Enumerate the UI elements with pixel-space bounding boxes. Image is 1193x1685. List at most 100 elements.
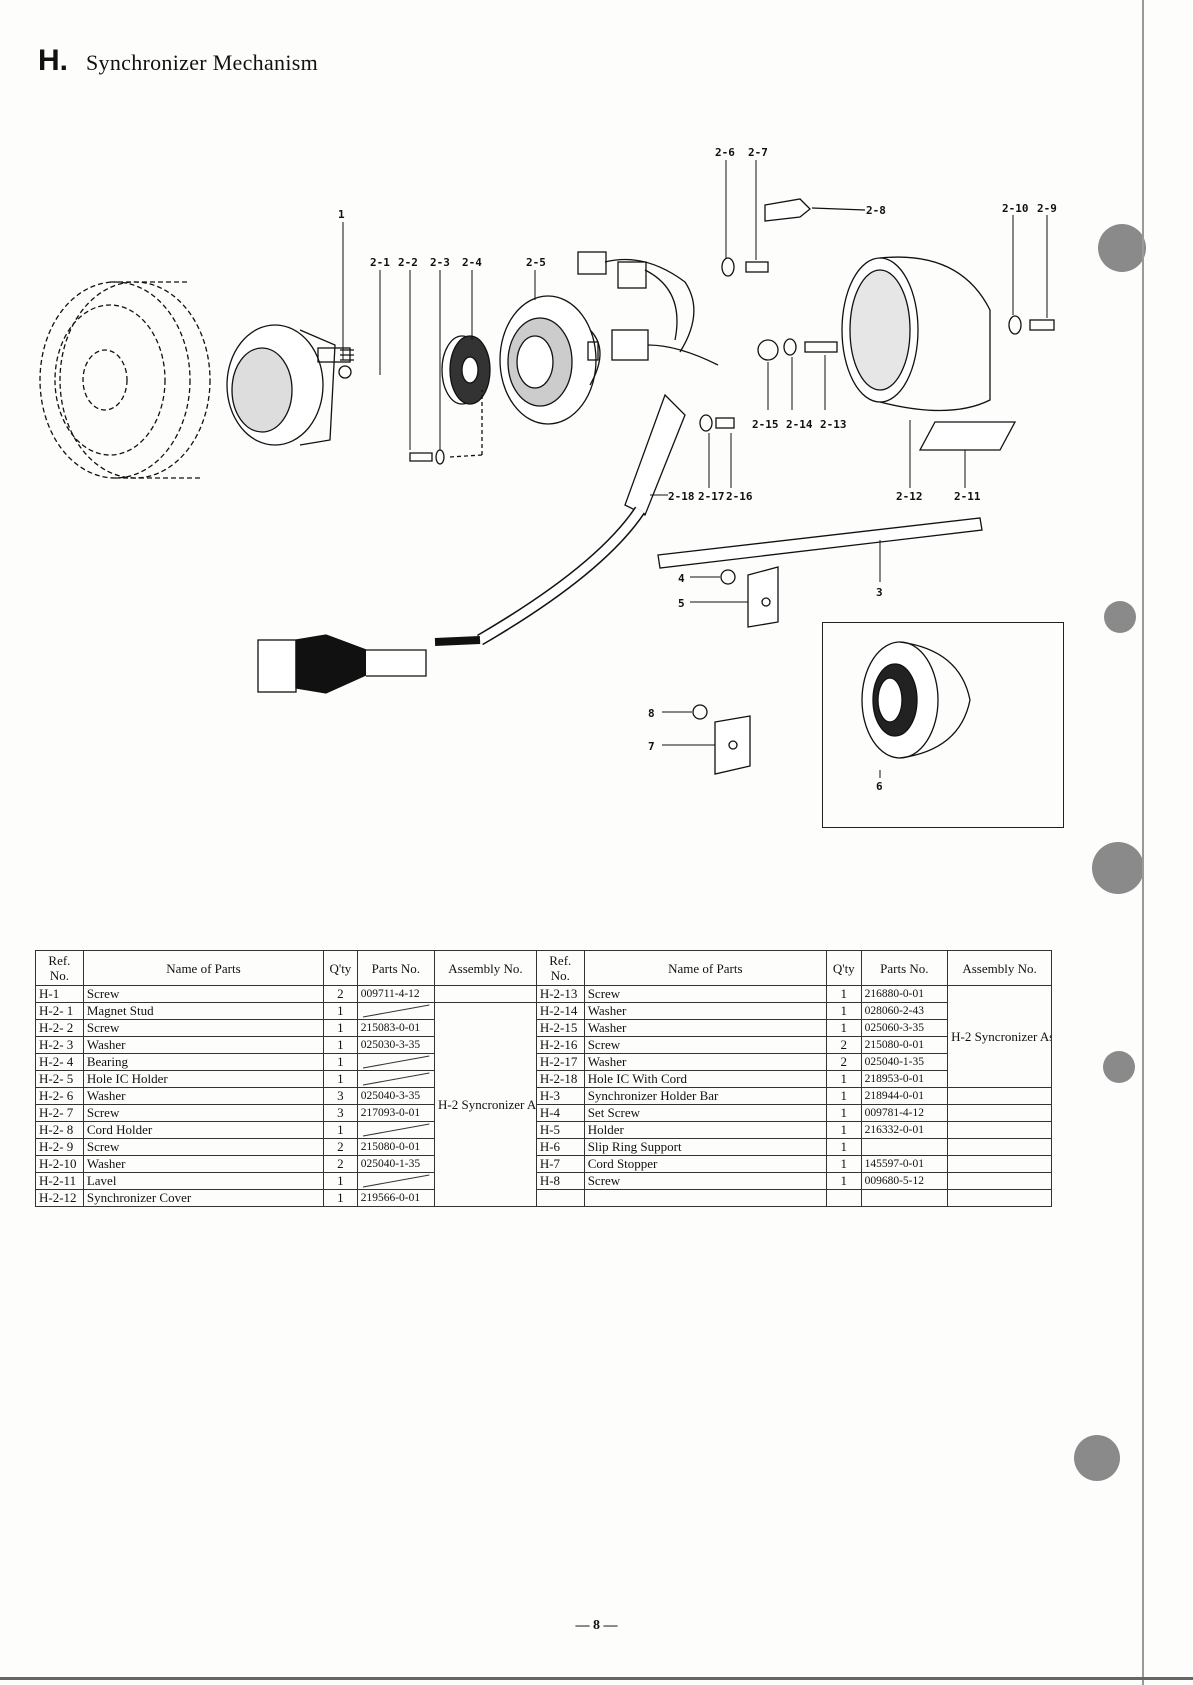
synchronizer-cover <box>841 256 991 412</box>
callout-2-10: 2-10 <box>1002 202 1029 215</box>
label-plate <box>918 421 1017 451</box>
callout-2-15: 2-15 <box>752 418 779 431</box>
leader-lines <box>342 160 1048 778</box>
parts-no-cell: 025040-3-35 <box>356 1087 436 1105</box>
hole-punch <box>1103 1051 1135 1083</box>
callout-7: 7 <box>648 740 655 753</box>
part-name-cell: Screw <box>583 1036 827 1054</box>
parts-no-cell: 145597-0-01 <box>860 1155 949 1173</box>
parts-no-cell: 216880-0-01 <box>860 985 949 1003</box>
ref-no-cell: H-2-12 <box>35 1189 84 1207</box>
ref-no-cell: H-2- 1 <box>35 1002 84 1020</box>
assembly-cell-h2: H-2 Syncronizer Assembly <box>434 1002 537 1207</box>
callout-5: 5 <box>678 597 685 610</box>
magnet-base <box>226 324 354 446</box>
page-title: H. Synchronizer Mechanism <box>38 44 318 78</box>
hole-ic-holder <box>499 295 601 425</box>
page-number: — 8 — <box>575 1618 618 1633</box>
ref-no-cell: H-2-11 <box>35 1172 84 1190</box>
bearing <box>441 335 491 405</box>
header-assembly: Assembly No. <box>947 950 1052 986</box>
callout-2-9: 2-9 <box>1037 202 1057 215</box>
section-letter: H. <box>38 44 68 77</box>
header-qty: Q'ty <box>825 950 862 986</box>
ref-no-cell: H-2-13 <box>535 985 585 1003</box>
wire-harness <box>476 251 719 646</box>
parts-no-cell: 215083-0-01 <box>356 1019 436 1037</box>
slip-ring-support <box>861 641 971 759</box>
top-screws <box>699 257 1055 432</box>
ref-no-cell: H-2-14 <box>535 1002 585 1020</box>
callout-2-17: 2-17 <box>698 490 725 503</box>
callout-2-11: 2-11 <box>954 490 981 503</box>
ref-no-cell: H-7 <box>535 1155 585 1173</box>
callout-3: 3 <box>876 586 883 599</box>
slip-ring-inset-frame <box>822 622 1064 828</box>
callout-2-16: 2-16 <box>726 490 753 503</box>
callout-2-6: 2-6 <box>715 146 735 159</box>
callout-1: 1 <box>338 208 345 221</box>
ref-no-cell: H-2-17 <box>535 1053 585 1071</box>
handwheel-outline <box>39 281 211 479</box>
page-edge-right <box>1142 0 1144 1685</box>
callout-2-7: 2-7 <box>748 146 768 159</box>
parts-no-cell: 215080-0-01 <box>860 1036 949 1054</box>
callout-2-5: 2-5 <box>526 256 546 269</box>
part-name-cell: Synchronizer Cover <box>82 1189 325 1207</box>
callout-2-8: 2-8 <box>866 204 886 217</box>
callout-2-13: 2-13 <box>820 418 847 431</box>
callout-4: 4 <box>678 572 685 585</box>
cord-holder <box>764 198 866 222</box>
cord-stopper <box>714 715 751 775</box>
hole-punch <box>1074 1435 1120 1481</box>
parts-no-cell: 009781-4-12 <box>860 1104 949 1122</box>
plug-connector <box>257 634 481 694</box>
parts-no-cell: 009680-5-12 <box>860 1172 949 1190</box>
hole-punch <box>1098 224 1146 272</box>
header-ref: Ref. No. <box>35 950 84 986</box>
parts-no-cell: 028060-2-43 <box>860 1002 949 1020</box>
parts-no-cell: 216332-0-01 <box>860 1121 949 1139</box>
exploded-parts-diagram: 1 2-1 2-2 2-3 2-4 2-5 2-6 2-7 2-8 2-10 2… <box>39 146 1057 793</box>
ref-no-cell: H-2- 8 <box>35 1121 84 1139</box>
hole-punch <box>1092 842 1144 894</box>
parts-no-cell: 025040-1-35 <box>860 1053 949 1071</box>
parts-no-cell: 009711-4-12 <box>356 985 436 1003</box>
part-name-cell: Hole IC With Cord <box>583 1070 827 1088</box>
parts-no-cell: 025030-3-35 <box>356 1036 436 1054</box>
callout-6: 6 <box>876 780 883 793</box>
header-parts-no: Parts No. <box>860 950 949 986</box>
part-name-cell: Screw <box>82 1138 325 1156</box>
ref-no-cell: H-2- 7 <box>35 1104 84 1122</box>
callout-2-12: 2-12 <box>896 490 923 503</box>
holder-bar <box>657 517 983 569</box>
parts-no-cell: 215080-0-01 <box>356 1138 436 1156</box>
callout-2-14: 2-14 <box>786 418 813 431</box>
header-ref: Ref. No. <box>535 950 585 986</box>
page-edge-bottom <box>0 1677 1193 1680</box>
ref-no-cell: H-4 <box>535 1104 585 1122</box>
part-name-cell: Cord Holder <box>82 1121 325 1139</box>
parts-no-cell <box>356 1070 436 1088</box>
callout-8: 8 <box>648 707 655 720</box>
part-name-cell: Washer <box>82 1087 325 1105</box>
callout-2-4: 2-4 <box>462 256 482 269</box>
callout-2-3: 2-3 <box>430 256 450 269</box>
callout-2-1: 2-1 <box>370 256 390 269</box>
callout-2-18: 2-18 <box>668 490 695 503</box>
callout-2-2: 2-2 <box>398 256 418 269</box>
part-name-cell <box>583 1189 827 1207</box>
parts-no-cell: 219566-0-01 <box>356 1189 436 1207</box>
parts-table: Ref. No. Name of Parts Q'ty Parts No. As… <box>35 950 1052 1207</box>
holder <box>747 566 779 628</box>
header-parts-no: Parts No. <box>356 950 436 986</box>
part-name-cell: Slip Ring Support <box>583 1138 827 1156</box>
header-name: Name of Parts <box>583 950 827 986</box>
